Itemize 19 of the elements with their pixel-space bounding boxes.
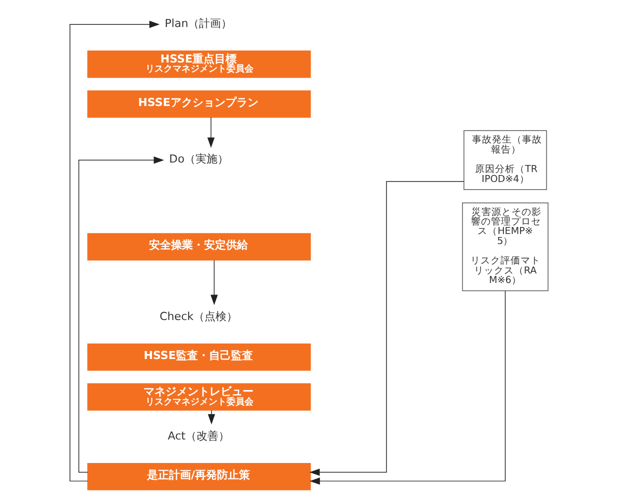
arrow [309, 181, 464, 476]
node-box: マネジメントレビュー リスクマネジメント委員会 [87, 383, 311, 411]
arrow [310, 290, 506, 485]
arrow [70, 20, 160, 482]
node-box: HSSE監査・自己監査 [87, 343, 311, 371]
node-box: HSSE重点目標 リスクマネジメント委員会 [87, 50, 311, 78]
arrow [208, 410, 216, 424]
arrow [207, 116, 215, 148]
node-box: 安全操業・安定供給 [87, 233, 311, 260]
node-box: 災害源とその影響の管理プロセス（HEMP※5） リスク評価マトリックス（RAM※6） [462, 202, 548, 292]
node-text: Do（実施） [169, 152, 228, 166]
node-text: Act（改善） [168, 429, 230, 442]
node-box: 是正計画/再発防止策 [87, 462, 311, 490]
node-text: Check（点検） [160, 310, 238, 323]
node-box: 事故発生（事故報告） 原因分析（TRIPOD※4） [464, 130, 547, 190]
arrow [78, 156, 164, 473]
node-box: HSSEアクションプラン [87, 90, 311, 118]
arrow [210, 260, 218, 306]
node-text: Plan（計画） [164, 16, 232, 30]
